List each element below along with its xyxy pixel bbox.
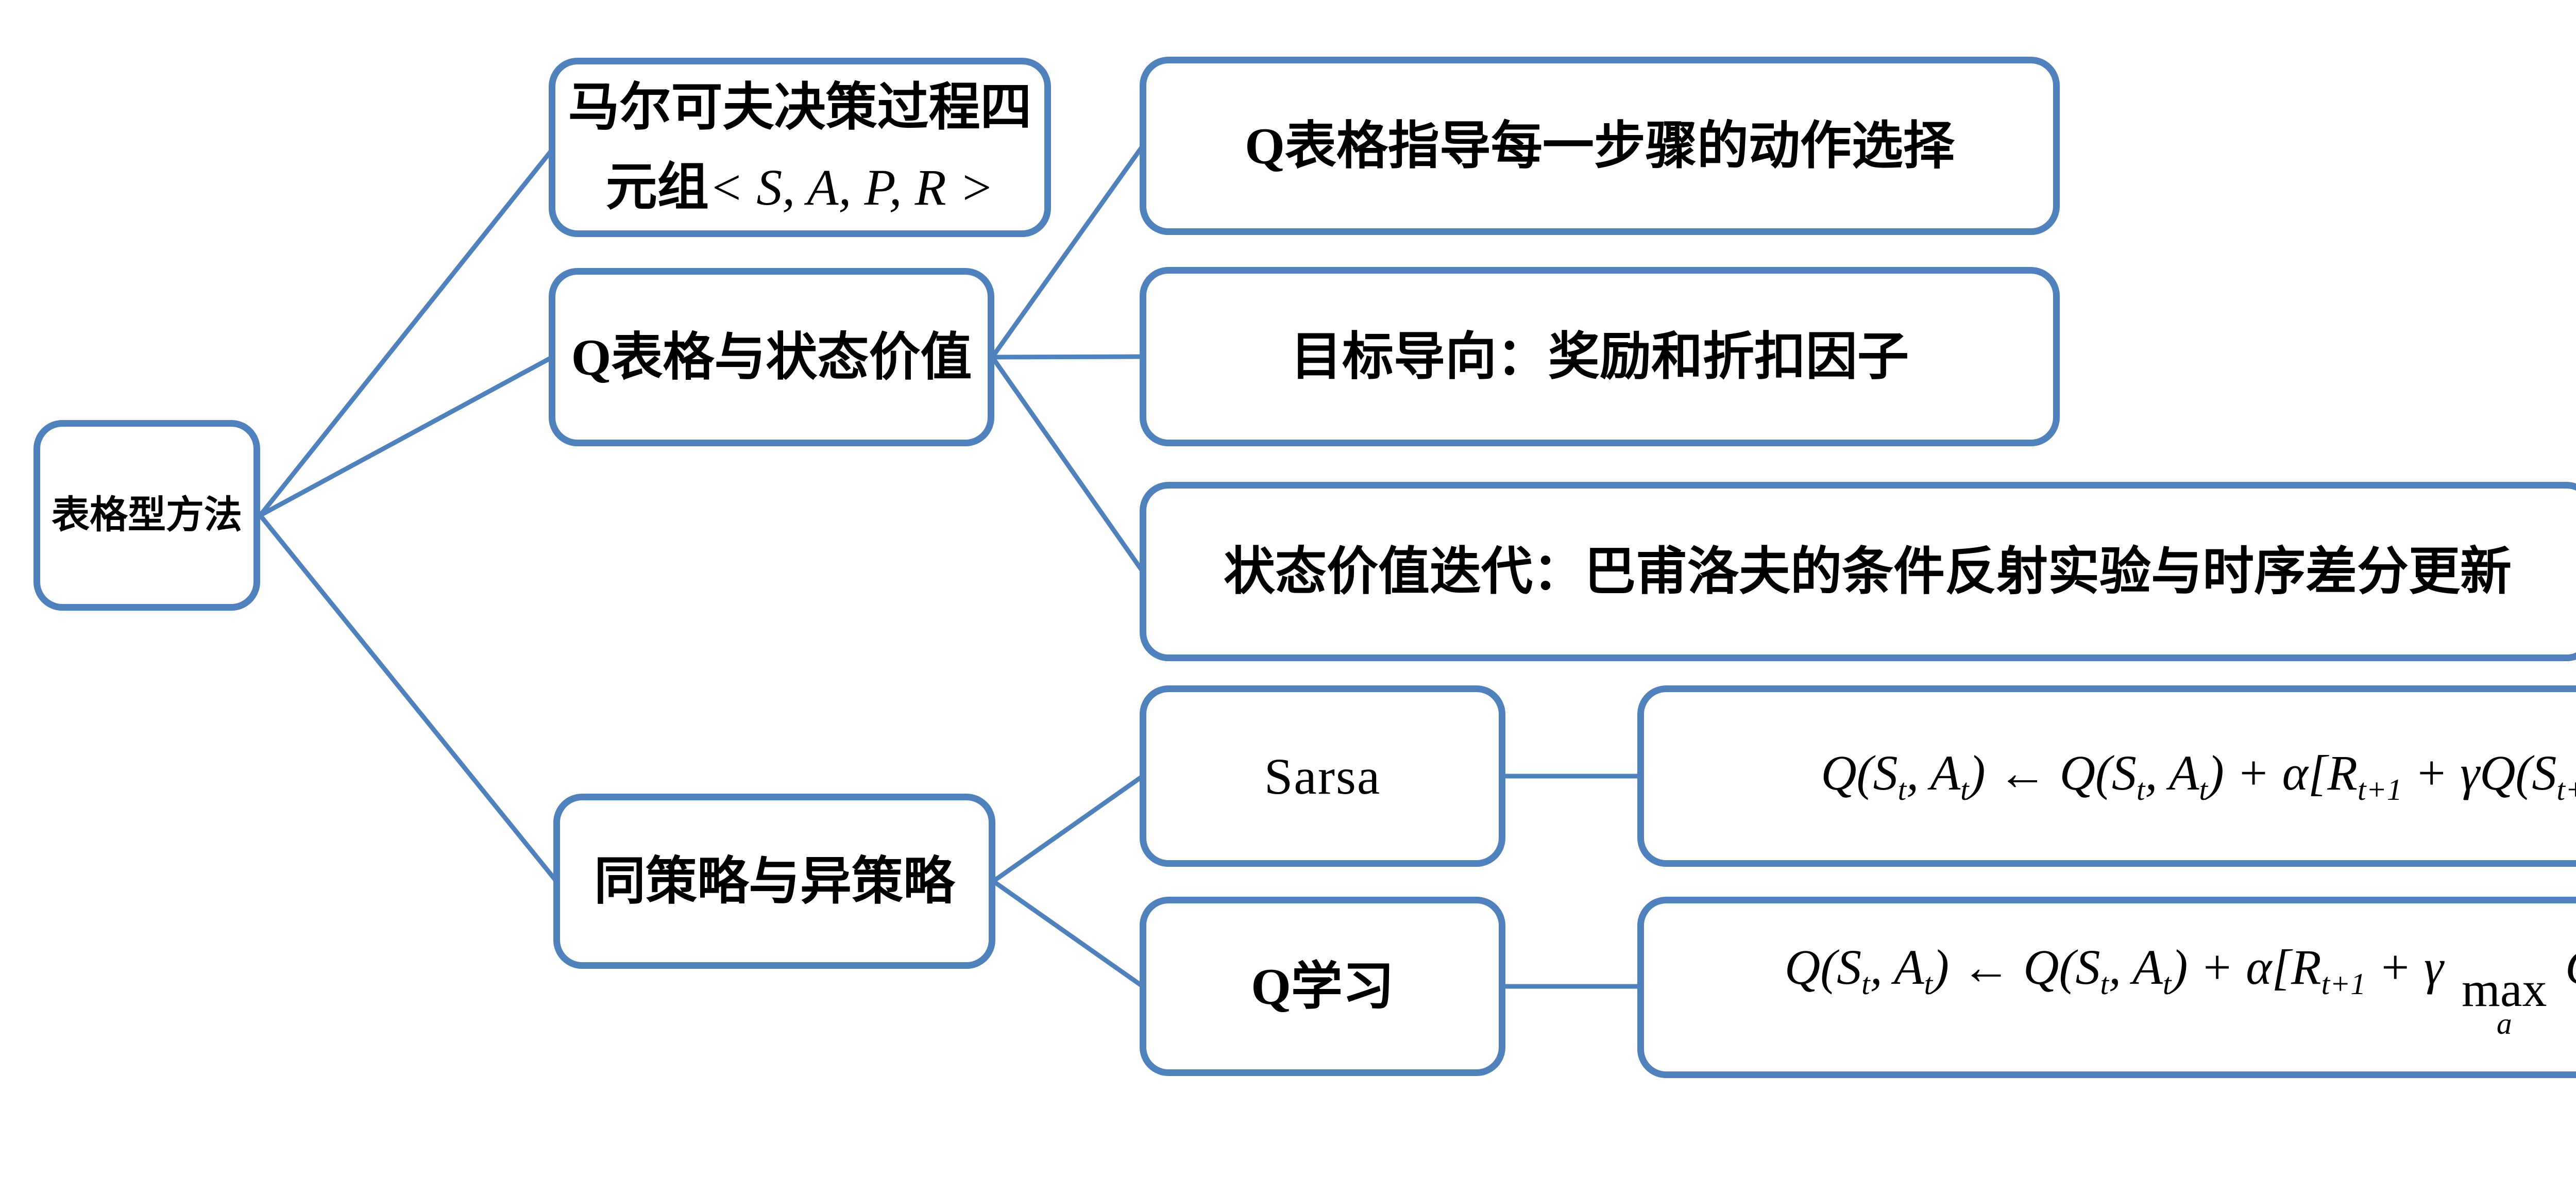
- mdp-line2: 元组< S, A, P, R >: [606, 159, 994, 216]
- node-label: Q表格与状态价值: [571, 328, 972, 386]
- node-on-off-policy: 同策略与异策略: [553, 794, 995, 969]
- node-tabular-methods: 表格型方法: [33, 420, 260, 611]
- node-sarsa: Sarsa: [1140, 685, 1505, 867]
- node-q-learning: Q学习: [1140, 897, 1505, 1076]
- connector-root-to-policy: [258, 514, 558, 883]
- node-qtable-state-value: Q表格与状态价值: [549, 268, 994, 446]
- node-label: 目标导向：奖励和折扣因子: [1291, 328, 1909, 385]
- connector-policy-to-qlearn: [992, 879, 1144, 988]
- node-mdp-four-tuple: 马尔可夫决策过程四 元组< S, A, P, R >: [549, 58, 1051, 237]
- node-label: 表格型方法: [52, 494, 242, 536]
- node-label: 同策略与异策略: [594, 852, 955, 910]
- connector-policy-to-sarsa: [992, 774, 1144, 883]
- mdp-line2-prefix: 元组: [605, 159, 709, 216]
- node-label: Q表格指导每一步骤的动作选择: [1245, 117, 1955, 175]
- connector-qtable-to-child1: [990, 144, 1145, 359]
- connector-qtable-to-child3: [990, 356, 1145, 573]
- node-sarsa-update-formula: Q(St, At) ← Q(St, At) + α[Rt+1 + γQ(St+1…: [1637, 685, 2576, 867]
- sarsa-formula-text: Q(St, At) ← Q(St, At) + α[Rt+1 + γQ(St+1…: [1821, 745, 2576, 807]
- node-label: 马尔可夫决策过程四 元组< S, A, P, R >: [568, 68, 1032, 227]
- mdp-tuple-math: < S, A, P, R >: [708, 159, 994, 216]
- node-label: Q学习: [1251, 958, 1394, 1015]
- node-state-value-iteration: 状态价值迭代：巴甫洛夫的条件反射实验与时序差分更新: [1140, 482, 2576, 661]
- node-goal-oriented-reward-discount: 目标导向：奖励和折扣因子: [1140, 267, 2060, 446]
- node-label: 状态价值迭代：巴甫洛夫的条件反射实验与时序差分更新: [1224, 543, 2512, 600]
- mdp-line1: 马尔可夫决策过程四: [568, 79, 1032, 136]
- connector-root-to-qtable: [259, 355, 554, 517]
- node-label: Sarsa: [1264, 747, 1381, 805]
- node-qtable-action-selection: Q表格指导每一步骤的动作选择: [1140, 57, 2060, 235]
- connector-root-to-mdp: [258, 148, 554, 517]
